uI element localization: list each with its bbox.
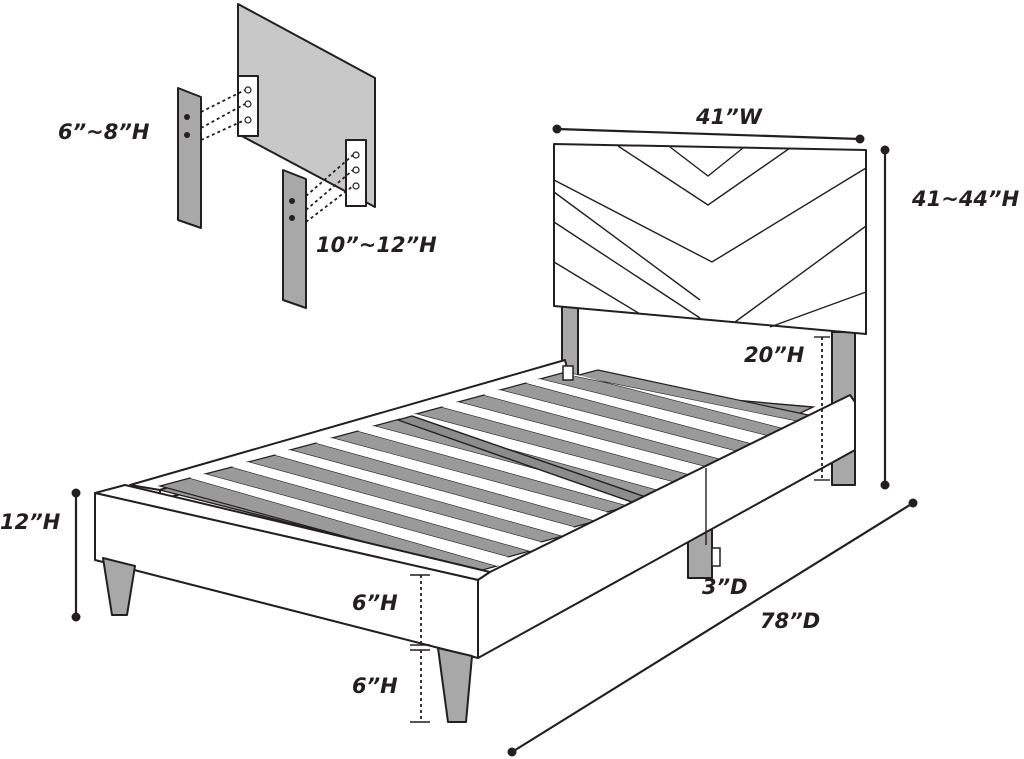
- bed-assembly: [94, 143, 867, 723]
- slat-gaps: [190, 372, 800, 566]
- headboard-mount-inset: 6”~8”H 10”~12”H: [58, 3, 437, 309]
- short-leg-post: [177, 87, 202, 229]
- leg-depth-label: 3”D: [702, 575, 748, 599]
- rail-height-label: 6”H: [352, 591, 398, 615]
- bed-length-label: 78”D: [760, 609, 820, 633]
- long-leg-height-label: 10”~12”H: [316, 233, 437, 257]
- side-rail-near: [477, 394, 856, 659]
- leg-front-left: [102, 557, 136, 616]
- headboard-clearance-label: 20”H: [744, 343, 805, 367]
- long-leg-post: [282, 169, 307, 309]
- leg-height-label: 6”H: [352, 674, 398, 698]
- slat-lines: [157, 369, 815, 573]
- headboard: [553, 143, 867, 335]
- frame-height-label: 12”H: [0, 510, 61, 534]
- headboard-height-label: 41~44”H: [911, 187, 1020, 211]
- leg-front-right: [437, 647, 473, 723]
- headboard-width-label: 41”W: [695, 105, 763, 129]
- dimension-lines: 41”W 41~44”H 20”H 12”H 6”H 6”H 3”D 78”D: [0, 105, 1020, 757]
- headboard-panel: [553, 143, 867, 335]
- small-leg-height-label: 6”~8”H: [58, 120, 150, 144]
